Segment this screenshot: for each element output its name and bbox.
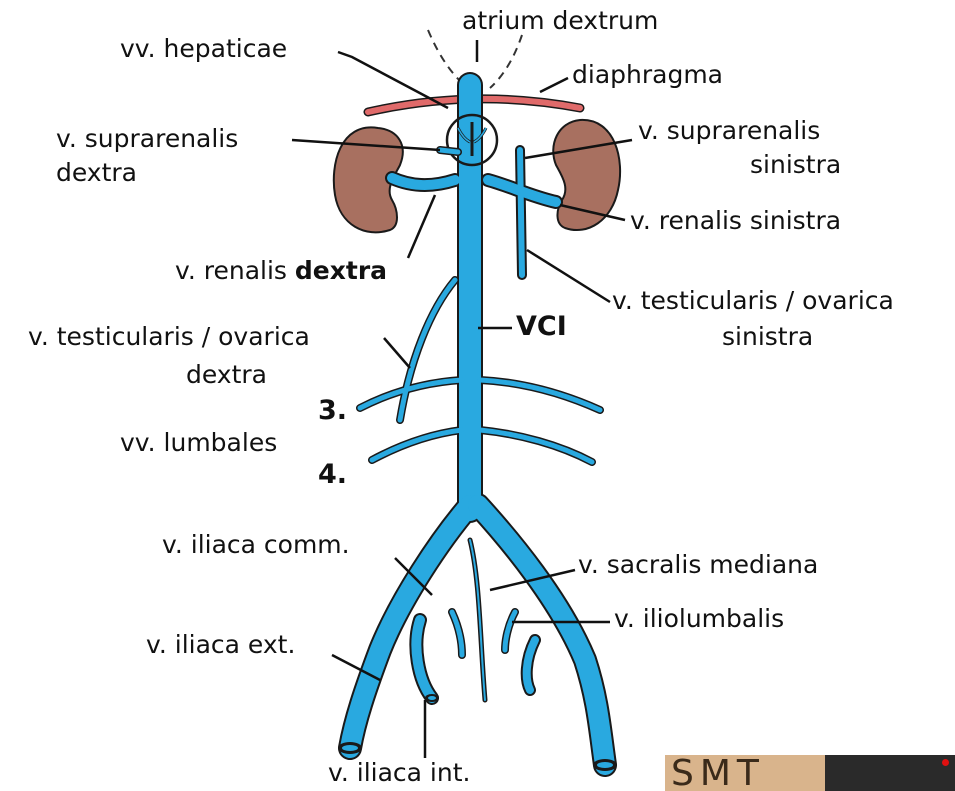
label-iliaca-ext: v. iliaca ext. xyxy=(146,630,295,660)
label-sacralis-mediana: v. sacralis mediana xyxy=(578,550,818,580)
label-renalis-sinistra-part1: v. xyxy=(630,206,659,235)
label-renalis-dextra-part1: v. renalis xyxy=(175,256,295,285)
label-suprarenalis-sinistra-2: sinistra xyxy=(750,150,841,180)
label-suprarenalis-sinistra-1: v. suprarenalis xyxy=(638,116,820,146)
atrium-outline-right xyxy=(490,35,522,88)
label-iliaca-int: v. iliaca int. xyxy=(328,758,470,788)
label-lumbar-3: 3. xyxy=(318,396,347,426)
label-testicularis-dextra-2: dextra xyxy=(186,360,267,390)
logo-red-dot xyxy=(942,759,949,766)
left-kidney xyxy=(553,120,620,230)
label-vv-hepaticae: vv. hepaticae xyxy=(120,34,287,64)
smt-logo: SMT xyxy=(665,755,955,791)
label-testicularis-sinistra-1: v. testicularis / ovarica xyxy=(612,286,894,316)
label-renalis-sinistra: v. renalis sinistra xyxy=(630,206,841,236)
label-suprarenalis-dextra-1: v. suprarenalis xyxy=(56,124,238,154)
label-testicularis-sinistra-2: sinistra xyxy=(722,322,813,352)
label-atrium-dextrum: atrium dextrum xyxy=(462,6,658,36)
label-diaphragma: diaphragma xyxy=(572,60,723,90)
label-suprarenalis-dextra-2: dextra xyxy=(56,158,137,188)
label-iliaca-comm: v. iliaca comm. xyxy=(162,530,350,560)
label-testicularis-dextra-1: v. testicularis / ovarica xyxy=(28,322,310,352)
logo-text: SMT xyxy=(671,755,765,791)
label-lumbar-4: 4. xyxy=(318,460,347,490)
label-iliolumbalis: v. iliolumbalis xyxy=(614,604,784,634)
label-renalis-dextra-part2: dextra xyxy=(295,256,387,285)
label-renalis-dextra: v. renalis dextra xyxy=(175,256,387,286)
label-vv-lumbales: vv. lumbales xyxy=(120,428,277,458)
label-renalis-sinistra-part2: renalis sinistra xyxy=(659,206,841,235)
label-vci: VCI xyxy=(516,312,567,342)
logo-dark-bar xyxy=(825,755,955,791)
